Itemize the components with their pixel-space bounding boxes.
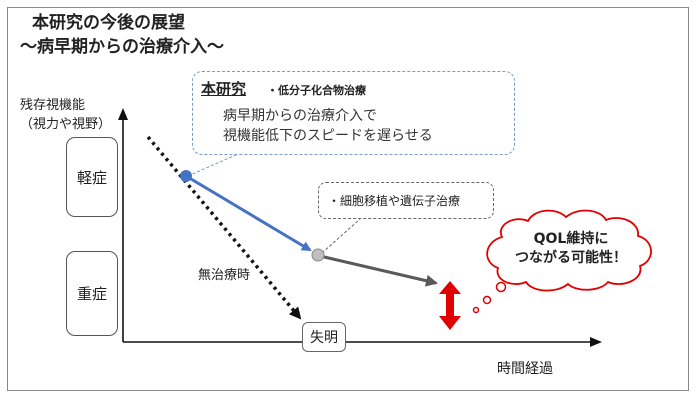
y-axis-label: 残存視機能 （視力や視野）: [20, 96, 111, 134]
callout-research-pointer: [187, 153, 239, 177]
callout-future: ・細胞移植や遺伝子治療: [318, 182, 494, 219]
y-axis-label-line2: （視力や視野）: [20, 117, 112, 132]
callout-research-title: 本研究: [201, 80, 247, 98]
page-subtitle: ～病早期からの治療介入～: [20, 37, 224, 57]
cloud-shape: [486, 209, 652, 292]
y-axis-label-line1: 残存視機能: [20, 98, 86, 113]
diagram-frame: [7, 7, 689, 391]
x-axis-arrowhead: [590, 337, 602, 347]
callout-research: 本研究 ・低分子化合物治療 病早期からの治療介入で 視機能低下のスピードを遅らせ…: [192, 71, 515, 155]
callout-future-pointer: [321, 218, 361, 254]
blindness-box: 失明: [302, 322, 346, 352]
callout-research-tag: ・低分子化合物治療: [267, 84, 366, 97]
red-double-arrow: [439, 281, 461, 330]
severity-mild-box: 軽症: [66, 137, 118, 217]
callout-research-line2: 視機能低下のスピードを遅らせる: [223, 128, 433, 144]
page-title: 本研究の今後の展望: [32, 13, 185, 33]
untreated-label: 無治療時: [198, 268, 251, 283]
y-axis-arrowhead: [118, 108, 128, 120]
mid-dot: [311, 248, 325, 262]
severity-severe-box: 重症: [66, 251, 118, 336]
cloud-text-line2: つながる可能性！: [515, 250, 627, 266]
thought-bubble-trail: [472, 281, 507, 314]
callout-research-line1: 病早期からの治療介入で: [223, 108, 377, 124]
treated-blue-arrow: [185, 174, 312, 252]
axes: [118, 108, 602, 347]
x-axis-label: 時間経過: [497, 361, 553, 377]
start-dot: [180, 170, 192, 182]
later-gray-arrow: [319, 254, 438, 287]
cloud-text-line1: QOL維持に: [533, 231, 609, 247]
untreated-dotted-arrow: [146, 135, 302, 320]
cloud-text: QOL維持に つながる可能性！: [486, 230, 656, 268]
